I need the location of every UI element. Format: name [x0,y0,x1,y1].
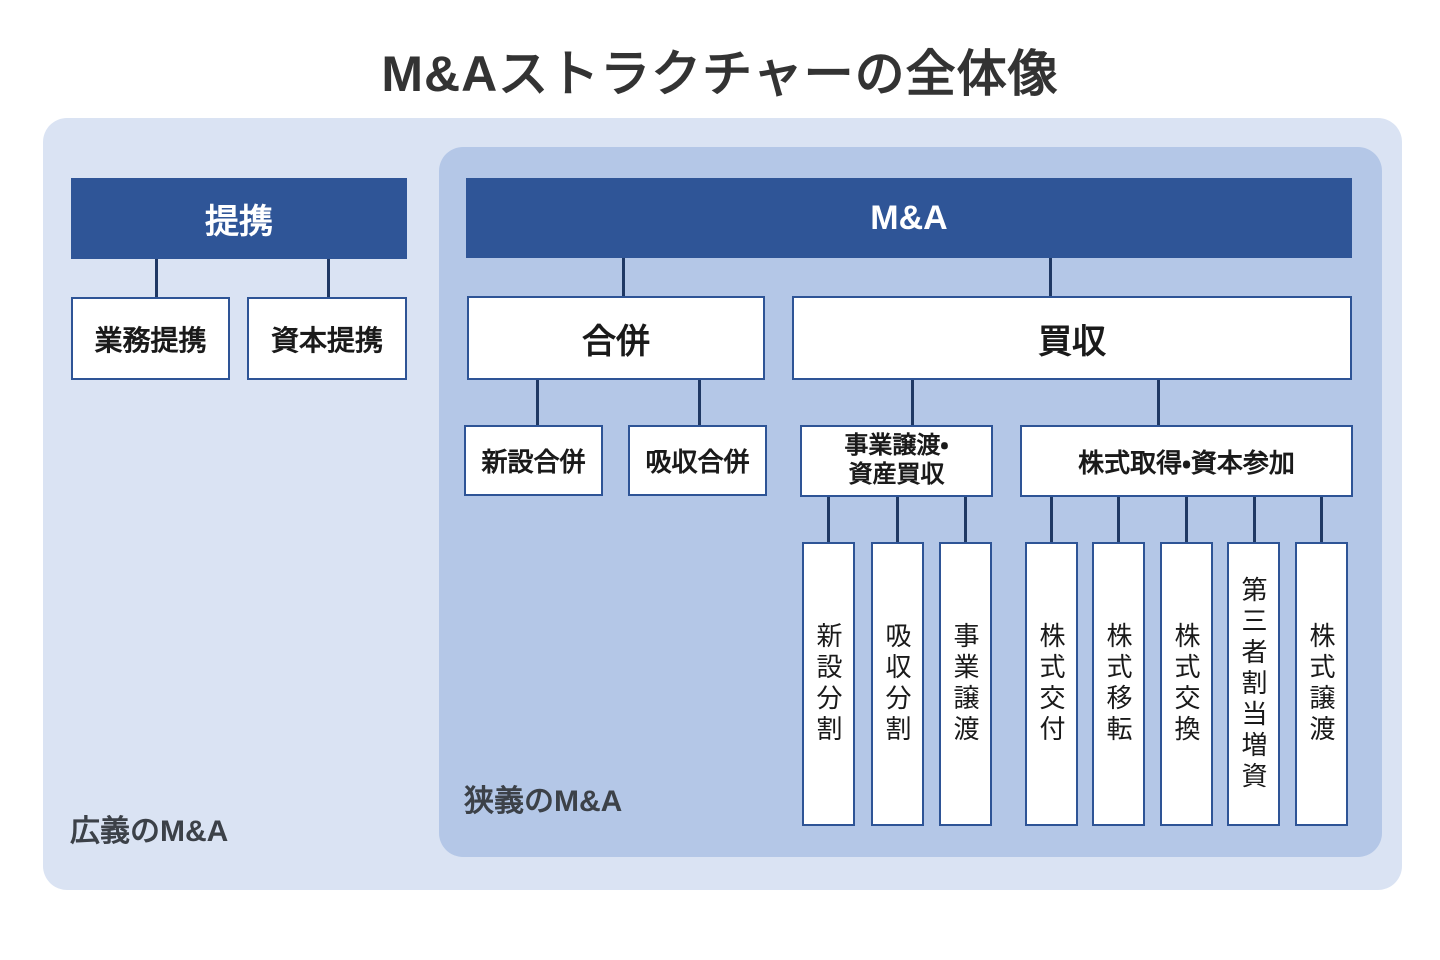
connector-line [1050,496,1053,543]
new-establishment-merger-box: 新設合併 [464,425,603,496]
vertical-label: 株式譲渡 [1306,622,1336,746]
absorption-merger-box: 吸収合併 [628,425,767,496]
connector-line [327,258,330,297]
connector-line [1253,496,1256,543]
connector-line [1185,496,1188,543]
share-assignment-box: 株式譲渡 [1295,542,1348,826]
connector-line [698,379,701,426]
vertical-label: 株式交付 [1036,622,1066,746]
connector-line [155,258,158,297]
vertical-label: 新設分割 [813,622,843,746]
absorption-split-box: 吸収分割 [871,542,924,826]
business-transfer-box: 事業譲渡 [939,542,992,826]
broad-ma-group-label: 広義のM&A [70,815,229,848]
share-transfer-plan-box: 株式移転 [1092,542,1145,826]
vertical-label: 株式交換 [1171,622,1201,746]
capital-alliance-box: 資本提携 [247,297,407,380]
vertical-label: 吸収分割 [882,622,912,746]
connector-line [827,496,830,543]
page-title: M&Aストラクチャーの全体像 [381,46,1059,102]
acquisition-box: 買収 [792,296,1352,380]
connector-line [1157,379,1160,426]
connector-line [536,379,539,426]
third-party-allotment-box: 第三者割当増資 [1227,542,1280,826]
narrow-ma-group-label: 狭義のM&A [464,785,623,818]
alliance-header-box: 提携 [71,178,407,259]
connector-line [964,496,967,543]
connector-line [896,496,899,543]
ma-header-box: M&A [466,178,1352,258]
vertical-label: 第三者割当増資 [1238,575,1268,793]
connector-line [622,257,625,297]
vertical-label: 事業譲渡 [950,622,980,746]
share-exchange-box: 株式交換 [1160,542,1213,826]
share-acquisition-capital-participation-box: 株式取得・資本参加 [1020,425,1353,497]
connector-line [1320,496,1323,543]
connector-line [911,379,914,426]
share-delivery-box: 株式交付 [1025,542,1078,826]
new-establishment-split-box: 新設分割 [802,542,855,826]
business-transfer-line2: 資産買収 [848,461,945,488]
business-transfer-asset-purchase-box: 事業譲渡・ 資産買収 [800,425,993,497]
vertical-label: 株式移転 [1103,622,1133,746]
business-transfer-line1: 事業譲渡・ [844,432,949,460]
merger-box: 合併 [467,296,765,380]
connector-line [1049,257,1052,297]
business-alliance-box: 業務提携 [71,297,230,380]
connector-line [1117,496,1120,543]
